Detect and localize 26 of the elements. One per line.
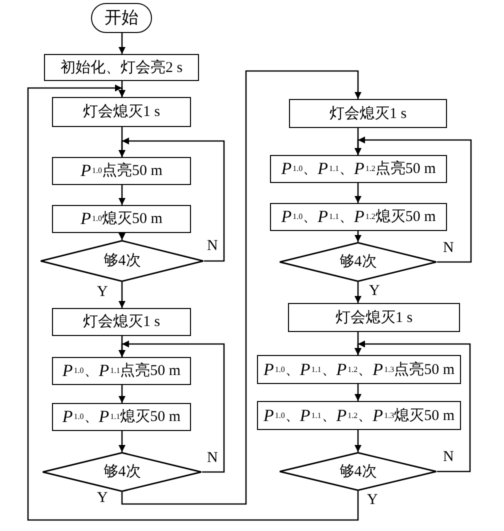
arrow	[354, 183, 362, 203]
arrow	[354, 231, 362, 242]
arrow	[354, 136, 472, 263]
decision-diamond: 够4次	[40, 240, 204, 282]
arrow	[118, 385, 126, 403]
arrow	[118, 138, 225, 262]
decision-diamond: 够4次	[279, 242, 437, 282]
arrow	[354, 340, 471, 472]
arrow	[354, 430, 362, 452]
decision-diamond: 够4次	[279, 452, 437, 491]
arrow	[118, 185, 126, 205]
arrow	[354, 282, 362, 303]
arrow	[118, 233, 126, 240]
arrow	[118, 431, 126, 452]
process-box: 初始化、灯会亮2 s	[44, 54, 199, 81]
process-box: 灯会熄灭1 s	[288, 303, 460, 332]
process-box: 灯会熄灭1 s	[289, 99, 447, 128]
start-terminal: 开始	[91, 3, 152, 33]
decision-diamond: 够4次	[42, 452, 202, 492]
process-box: 灯会熄灭1 s	[52, 97, 191, 127]
process-box: 灯会熄灭1 s	[52, 308, 191, 336]
arrow	[354, 384, 362, 401]
arrow	[118, 33, 126, 54]
arrow	[118, 282, 126, 308]
arrow	[118, 340, 225, 473]
arrow	[27, 84, 359, 521]
